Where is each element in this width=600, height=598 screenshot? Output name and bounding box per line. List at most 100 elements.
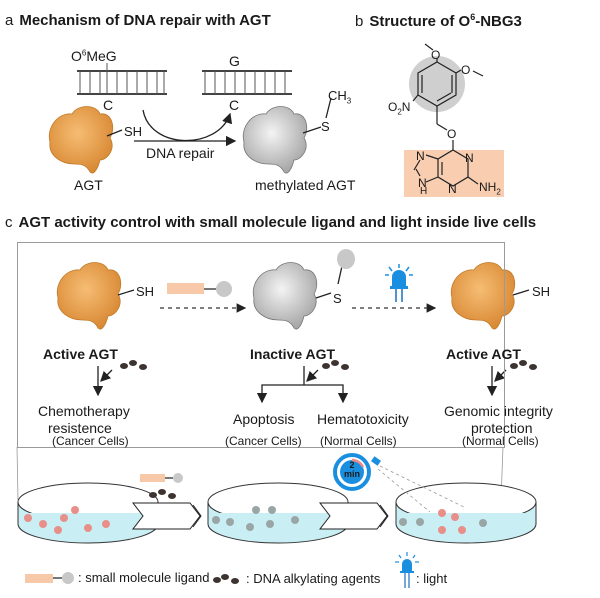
amino-group: NH2: [479, 180, 501, 196]
chevron-arrow-2: [318, 502, 389, 530]
purine-highlight: [404, 150, 504, 197]
sh-bond: [512, 289, 530, 296]
meg-label: MeG: [86, 48, 117, 64]
right-outcome-line1: Genomic integrity: [444, 403, 553, 419]
legend-alkylating-label: : DNA alkylating agents: [246, 571, 381, 586]
alkylating-dots-dish: [149, 489, 176, 499]
panel-title-text: Mechanism of DNA repair with AGT: [19, 12, 271, 29]
led-light-icon: [385, 264, 413, 302]
o-label: O: [71, 48, 82, 64]
agt-protein-active: [48, 106, 114, 174]
apoptosis-cells-label: (Cancer Cells): [225, 434, 302, 448]
timer-value: 2: [349, 460, 355, 470]
purine-n9: N: [418, 176, 427, 190]
subscript: 2: [397, 107, 402, 117]
ch3-label: CH3: [328, 88, 351, 106]
methylated-agt-label: methylated AGT: [255, 177, 356, 193]
sh-bond: [106, 129, 123, 137]
panel-title-text: AGT activity control with small molecule…: [18, 214, 537, 231]
timer-unit: min: [343, 469, 360, 479]
purine-n3: N: [448, 182, 457, 196]
left-sh-label: SH: [136, 284, 155, 299]
methoxy-o-right: O: [461, 63, 471, 77]
s-bond: [302, 126, 322, 134]
left-cells-label: (Cancer Cells): [52, 434, 129, 448]
mixed-cells-dish-3: [399, 509, 487, 534]
purine-n7: N: [416, 149, 425, 163]
timer-readout: 2 min: [342, 461, 362, 479]
n-text: N: [401, 100, 411, 114]
dna-duplex-left: [77, 63, 167, 95]
left-state-label: Active AGT: [43, 346, 118, 362]
agt-protein-inactive: [252, 262, 318, 330]
panel-a-title: a Mechanism of DNA repair with AGT: [5, 12, 271, 29]
middle-state-label: Inactive AGT: [250, 346, 336, 362]
sh-bond: [117, 289, 135, 296]
left-outcome-line1: Chemotherapy: [38, 403, 130, 419]
panel-c-box: [17, 242, 505, 448]
middle-s-label: S: [333, 291, 342, 306]
ch3-bond: [325, 97, 332, 119]
right-state-label: Active AGT: [446, 346, 521, 362]
o-text: O: [388, 100, 398, 114]
agt-protein-active-c-left: [56, 262, 122, 330]
panel-letter: c: [5, 214, 13, 231]
right-outcome-line2: protection: [471, 420, 533, 436]
agt-label: AGT: [74, 177, 103, 193]
petri-dish-1: [17, 482, 159, 544]
sh-label: SH: [124, 124, 143, 139]
dna-right-g-label: G: [229, 53, 240, 69]
subscript: 3: [346, 96, 352, 106]
s-bond: [315, 292, 332, 299]
subscript: 2: [496, 187, 501, 197]
superscript: 6: [470, 12, 476, 22]
ether-o: O: [447, 127, 457, 141]
ch-text: CH: [328, 88, 347, 103]
legend-ligand-icon: [25, 572, 74, 584]
small-molecule-ligand-icon: [167, 281, 232, 297]
cancer-cells-dish-1: [24, 506, 110, 534]
title-base: Structure of O: [369, 13, 471, 30]
dna-repair-label: DNA repair: [146, 145, 215, 161]
nbg3-structure: [404, 43, 504, 197]
ligand-icon-dish: [140, 473, 183, 483]
agt-protein-active-c-right: [450, 262, 516, 330]
legend-ligand-label: : small molecule ligand: [78, 570, 210, 585]
title-rest: -NBG3: [475, 13, 522, 30]
right-sh-label: SH: [532, 284, 551, 299]
methoxy-o-top: O: [431, 48, 441, 62]
zoom-line-left: [16, 446, 19, 501]
panel-b-title: b Structure of O6-NBG3: [355, 12, 522, 30]
nh-text: NH: [479, 180, 497, 194]
hematotoxicity-cells-label: (Normal Cells): [320, 434, 397, 448]
purine-h: H: [420, 186, 428, 197]
dna-duplex-right: [202, 70, 292, 95]
petri-dish-2: [207, 482, 349, 544]
dna-left-c-label: C: [103, 97, 114, 113]
left-outcome-line2: resistence: [48, 420, 112, 436]
petri-dish-3: [395, 482, 537, 544]
timer-icon: [333, 453, 371, 491]
legend-light-label: : light: [416, 571, 448, 586]
panel-letter: b: [355, 13, 364, 30]
normal-cells-dish-2: [212, 506, 299, 531]
nitro-group: O2N: [388, 100, 410, 116]
agt-protein-methylated: [242, 106, 308, 174]
dna-right-c-label: C: [229, 97, 240, 113]
ligand-bond: [337, 265, 343, 285]
curved-arrow: [142, 109, 233, 142]
legend-led-icon: [395, 552, 419, 588]
purine-n1: N: [465, 151, 474, 165]
dna-alkylating-agents-dots: [120, 360, 537, 370]
right-cells-label: (Normal Cells): [462, 434, 539, 448]
panel-letter: a: [5, 12, 14, 29]
legend-alkylating-icon: [213, 574, 239, 584]
superscript: 6: [81, 48, 87, 58]
apoptosis-label: Apoptosis: [233, 411, 295, 427]
led-light-dish-icon: [371, 456, 467, 513]
dna-o6meg-label: O6MeG: [71, 48, 117, 64]
panel-c-title: c AGT activity control with small molecul…: [5, 214, 536, 231]
hematotoxicity-label: Hematotoxicity: [317, 411, 409, 427]
chevron-arrow-1: [131, 502, 202, 530]
